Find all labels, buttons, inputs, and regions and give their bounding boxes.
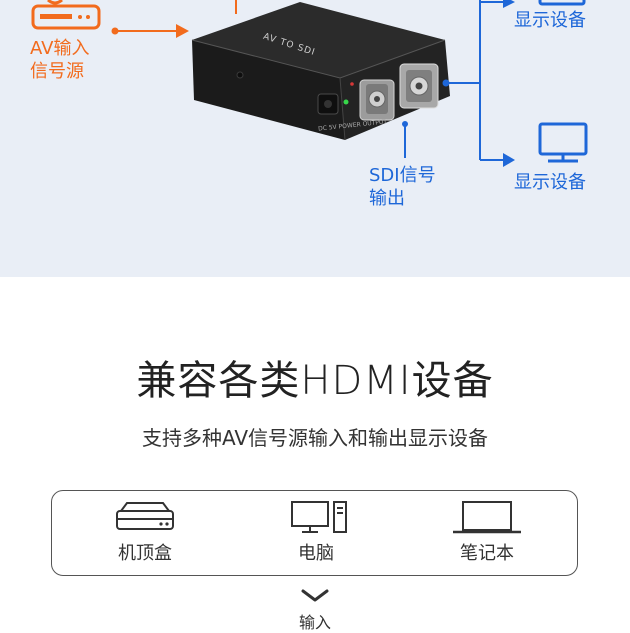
laptop-icon: [453, 501, 521, 534]
device-item-set-top-box: 机顶盒: [85, 499, 205, 565]
converter-device: [191, 2, 450, 141]
av-source-icon: [31, 0, 101, 30]
device-label-computer: 电脑: [298, 543, 334, 564]
device-label-set-top-box: 机顶盒: [118, 543, 172, 564]
chevron-down-icon: [301, 589, 329, 602]
output-connection-lines: [402, 0, 515, 167]
section-subtitle: 支持多种AV信号源输入和输出显示设备: [141, 426, 489, 450]
display-label-top: 显示设备: [514, 10, 586, 31]
av-input-arrow: [111, 24, 189, 38]
monitor-icon-top: [538, 0, 586, 6]
sdi-output-label: SDI信号 输出: [369, 165, 436, 209]
monitor-icon-bottom: [538, 122, 588, 163]
set-top-box-icon: [116, 502, 174, 530]
display-label-bottom: 显示设备: [514, 172, 586, 193]
device-label-laptop: 笔记本: [460, 543, 514, 564]
connection-diagram: [31, 0, 588, 167]
device-item-computer: 电脑: [256, 499, 376, 565]
device-item-laptop: 笔记本: [427, 499, 547, 565]
section-title: 兼容各类HDMI设备: [136, 358, 494, 404]
device-list: 机顶盒 电脑 笔记本: [51, 490, 578, 576]
input-caption: 输入: [298, 613, 331, 632]
av-source-label: AV输入 信号源: [30, 38, 90, 82]
desktop-computer-icon: [291, 501, 347, 533]
